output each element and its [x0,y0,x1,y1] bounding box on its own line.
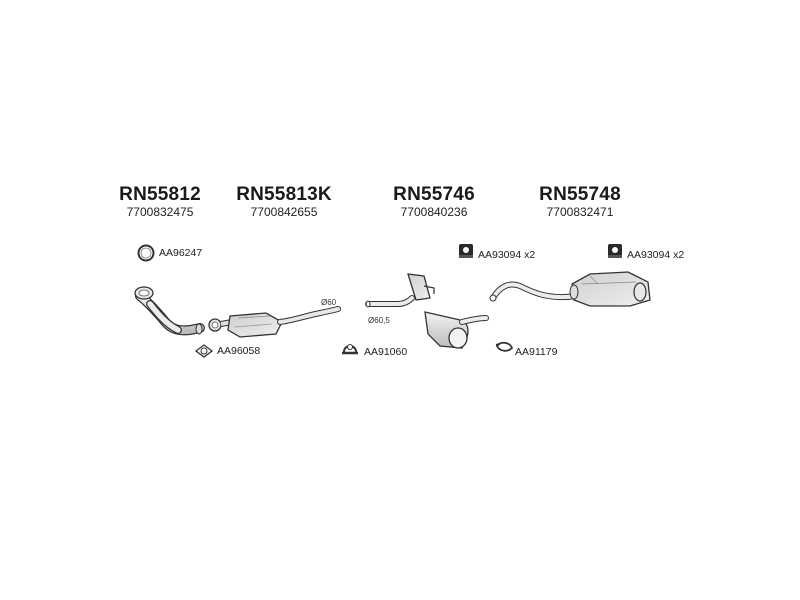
hanger-label: AA93094 x2 [627,249,685,261]
rubber-hanger-icon [608,244,622,258]
gasket-ring-label: AA96247 [159,247,203,259]
flange-gasket-icon [194,344,214,358]
catalytic-converter-icon [208,306,341,338]
front-downpipe-icon [134,286,205,336]
oem-number: 7700840236 [400,205,468,219]
rear-silencer-icon [489,271,651,307]
clamp-label: AA91060 [364,346,408,358]
hanger-label: AA93094 x2 [478,249,536,261]
flange-gasket-label: AA96058 [217,345,261,357]
gasket-ring-icon [137,244,155,262]
clamp-label: AA91179 [515,346,558,358]
oem-number: 7700832475 [126,205,194,219]
part-code: RN55812 [119,184,201,205]
rubber-hanger-icon [459,244,473,258]
part-header-2: RN55813K 7700842655 [204,184,364,220]
diameter-label: Ø60,5 [368,316,390,325]
oem-number: 7700832471 [546,205,614,219]
clamp-icon [495,341,514,352]
clamp-icon [342,344,358,355]
part-header-3: RN55746 7700840236 [354,184,514,220]
part-header-4: RN55748 7700832471 [500,184,660,220]
part-code: RN55748 [539,184,621,205]
diameter-label: Ø60 [321,298,337,307]
intermediate-silencer-icon [365,273,489,349]
part-code: RN55813K [236,184,332,205]
part-header-1: RN55812 7700832475 [80,184,240,220]
oem-number: 7700842655 [250,205,318,219]
part-code: RN55746 [393,184,475,205]
